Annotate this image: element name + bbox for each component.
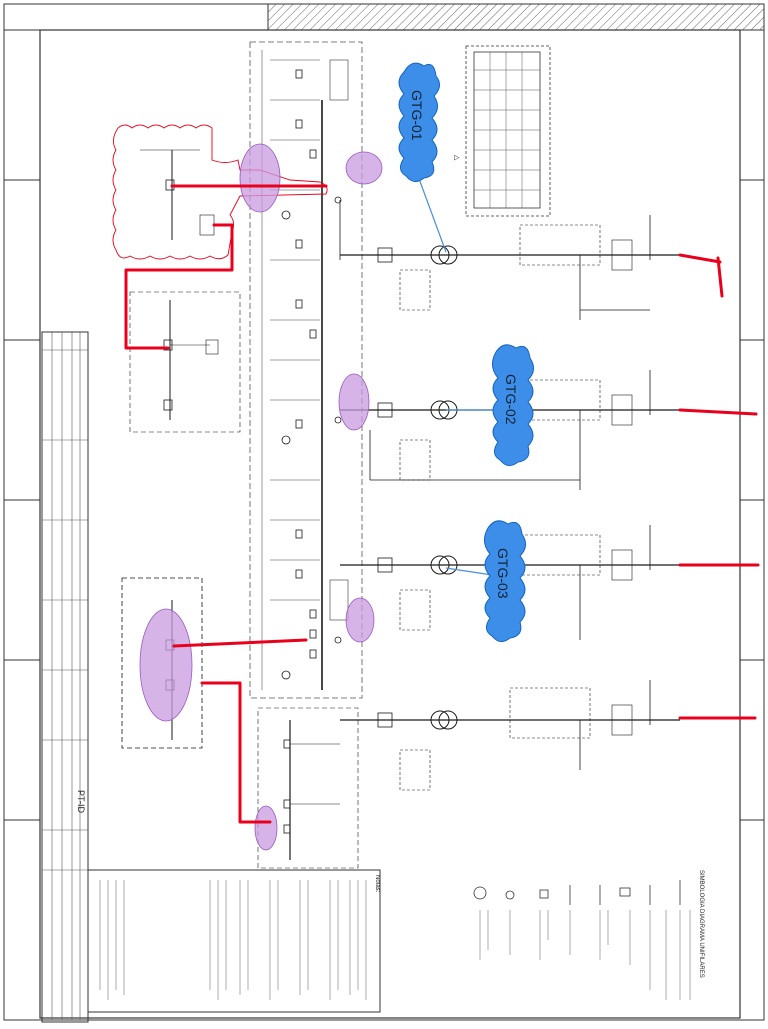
generator-row-4 xyxy=(340,680,680,791)
notes-box xyxy=(87,869,381,1013)
title-block: PT-ID Notas: xyxy=(41,331,381,1023)
legend-header: SIMBOLOGIA DIAGRAMA UNIFILARES xyxy=(698,870,704,978)
gtg03-cloud: GTG-03 xyxy=(484,520,526,642)
generator-row-1 xyxy=(339,200,680,320)
border-zone-ticks xyxy=(4,179,764,821)
main-switchgear xyxy=(249,41,363,699)
transformer-data-table: △ xyxy=(453,45,551,217)
gtg01-cloud: GTG-01 xyxy=(398,62,440,182)
bubble-aux-board xyxy=(254,805,278,851)
revision-cloud xyxy=(112,124,328,260)
title-pt-label: PT-ID xyxy=(76,790,86,814)
hatched-header-strip xyxy=(267,3,765,31)
gtg03-label: GTG-03 xyxy=(495,548,511,599)
gtg02-cloud: GTG-02 xyxy=(492,344,534,466)
highlight-bubbles xyxy=(139,143,383,851)
notes-header: Notas: xyxy=(374,875,380,893)
bubble-sala-electrica xyxy=(139,608,193,722)
svg-text:△: △ xyxy=(453,155,460,161)
left-middle-panel xyxy=(129,291,241,433)
highlighted-cable-routes xyxy=(124,184,760,824)
bubble-gtg02-tie xyxy=(338,373,370,431)
auxiliary-board xyxy=(257,707,359,869)
legend-symbology: SIMBOLOGIA DIAGRAMA UNIFILARES xyxy=(473,870,704,1000)
bubble-upper-bus xyxy=(239,143,281,213)
notes-text-lines xyxy=(99,880,367,1000)
left-upper-panel xyxy=(140,149,215,240)
bubble-gtg03-tie xyxy=(345,597,375,643)
gtg02-label: GTG-02 xyxy=(503,374,519,425)
gtg01-label: GTG-01 xyxy=(409,90,425,141)
callout-leaders xyxy=(417,175,498,576)
outer-frame xyxy=(3,3,765,1021)
bubble-gtg01-tie xyxy=(345,151,383,185)
